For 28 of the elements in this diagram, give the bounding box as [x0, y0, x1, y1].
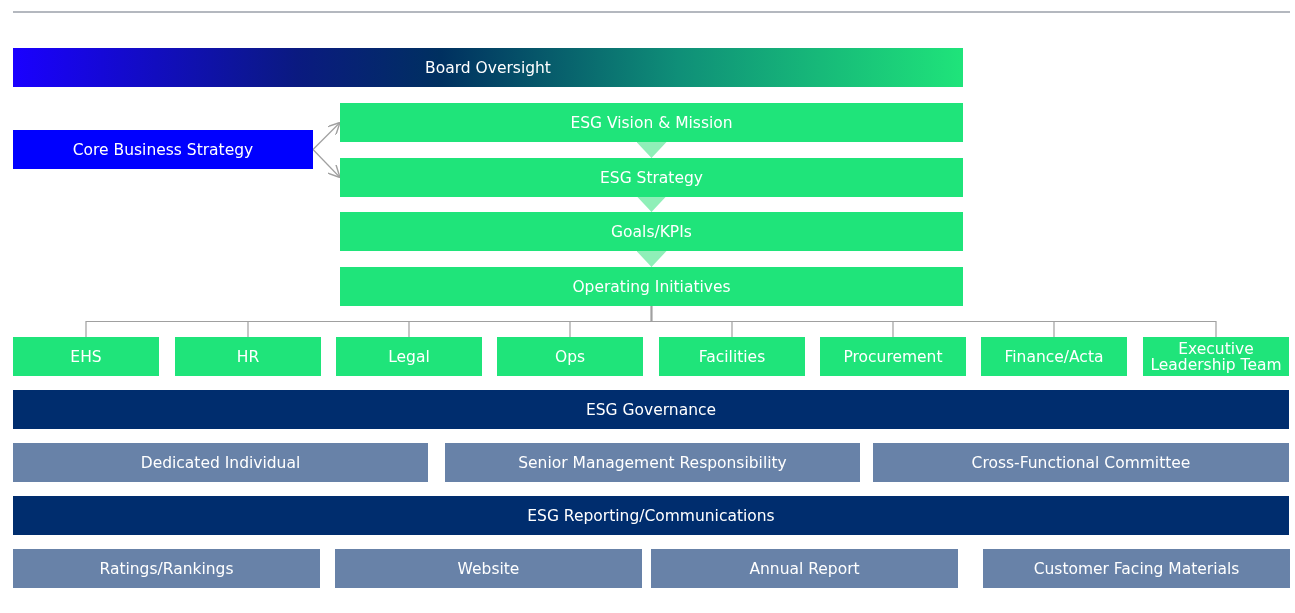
- option-box: Dedicated Individual: [13, 443, 428, 482]
- arrow: [312, 121, 341, 151]
- department-box: Facilities: [659, 337, 805, 376]
- department-box: Legal: [336, 337, 482, 376]
- output-box: Ratings/Rankings: [13, 549, 320, 588]
- banner-bar: ESG Governance: [13, 390, 1289, 429]
- process-box: Goals/KPIs: [340, 212, 963, 251]
- process-box: Operating Initiatives: [340, 267, 963, 306]
- banner-bar: ESG Reporting/Communications: [13, 496, 1289, 535]
- department-box: Ops: [497, 337, 643, 376]
- department-box: Finance/Acta: [981, 337, 1127, 376]
- option-box: Cross-Functional Committee: [873, 443, 1289, 482]
- output-box: Annual Report: [651, 549, 958, 588]
- chevron-arrow: [636, 250, 667, 268]
- option-box: Senior Management Responsibility: [445, 443, 860, 482]
- banner-bar: Board Oversight: [13, 48, 963, 87]
- strategy-box: Core Business Strategy: [13, 130, 313, 169]
- output-box: Customer Facing Materials: [983, 549, 1290, 588]
- chevron-arrow: [636, 196, 667, 213]
- department-box: EHS: [13, 337, 159, 376]
- process-box: ESG Vision & Mission: [340, 103, 963, 142]
- department-box: Executive Leadership Team: [1143, 337, 1289, 376]
- output-box: Website: [335, 549, 642, 588]
- arrow: [312, 148, 341, 179]
- chevron-arrow: [636, 141, 667, 159]
- department-box: HR: [175, 337, 321, 376]
- process-box: ESG Strategy: [340, 158, 963, 197]
- department-box: Procurement: [820, 337, 966, 376]
